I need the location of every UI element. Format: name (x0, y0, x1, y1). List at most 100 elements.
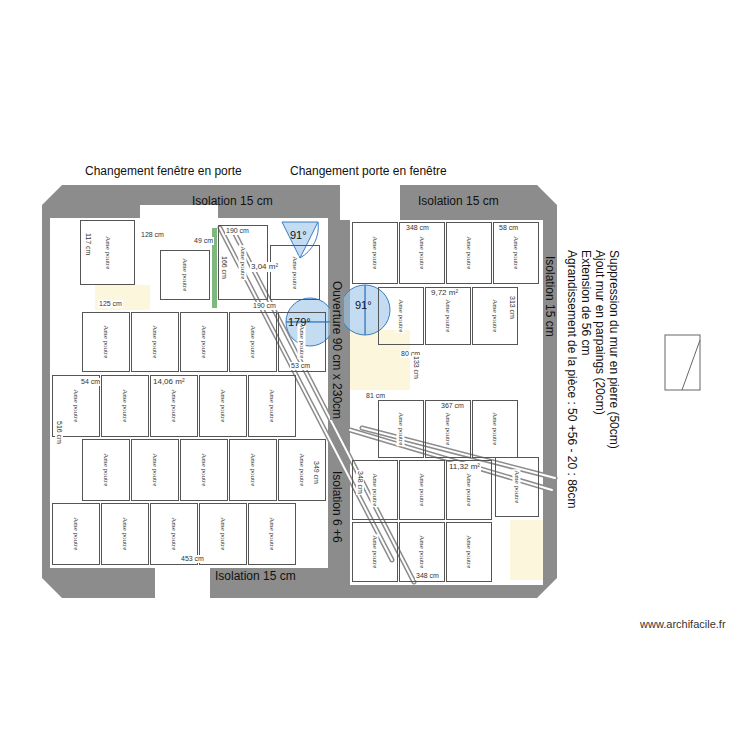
panel-label: Ame poutre (121, 388, 129, 423)
dimension-label: 166 cm (220, 255, 228, 280)
dimension-label: 49 cm (193, 237, 214, 245)
panel-label: Ame poutre (219, 516, 227, 551)
dimension-label: 348 cm (415, 572, 440, 580)
insulation-panel: Ame poutre (399, 460, 445, 520)
note-text: Ajout mur en parpaings (20cm) (593, 250, 607, 415)
panel-label: Ame poutre (219, 388, 227, 423)
dimension-label: 313 cm (508, 295, 516, 320)
panel-label: Ame poutre (121, 516, 129, 551)
dimension-label: 190 cm (252, 302, 277, 310)
dimension-label: 53 cm (290, 362, 311, 370)
area-label: 14,06 m² (152, 377, 186, 387)
insulation-panel: Ame poutre (248, 375, 296, 437)
panel-label: Ame poutre (268, 388, 276, 423)
panel-label: Ame poutre (249, 324, 257, 359)
panel-label: Ame poutre (371, 472, 379, 507)
note-text: Extension de 56 cm (579, 250, 593, 355)
note-text: Changement porte en fenêtre (290, 164, 447, 178)
panel-label: Ame poutre (239, 245, 247, 280)
note-text: Suppression du mur en pierre (50cm) (607, 250, 621, 449)
panel-label: Ame poutre (465, 534, 473, 569)
dimension-label: 367 cm (440, 402, 465, 410)
insulation-panel: Ame poutre (199, 503, 247, 565)
panel-label: Ame poutre (102, 324, 110, 359)
insulation-panel: Ame poutre (270, 245, 320, 300)
angle-label: 91° (290, 229, 307, 242)
panel-label: Ame poutre (371, 534, 379, 569)
insulation-label: Isolation 15 cm (543, 255, 557, 338)
dimension-label: 348 cm (405, 224, 430, 232)
dimension-label: 58 cm (498, 224, 519, 232)
dimension-label: 516 cm (55, 420, 63, 445)
insulation-label: Isolation 15 cm (192, 194, 273, 208)
insulation-panel: Ame poutre (160, 250, 210, 300)
insulation-panel: Ame poutre (131, 439, 179, 501)
panel-label: Ame poutre (513, 469, 521, 504)
insulation-panel: Ame poutre (101, 503, 149, 565)
panel-label: Ame poutre (465, 472, 473, 507)
insulation-panel: Ame poutre (180, 439, 228, 501)
panel-label: Ame poutre (151, 324, 159, 359)
insulation-panel: Ame poutre (229, 312, 277, 372)
panel-label: Ame poutre (512, 235, 520, 270)
dimension-label: 54 cm (80, 378, 101, 386)
insulation-panel: Ame poutre (101, 375, 149, 437)
dimension-label: 190 cm (225, 227, 250, 235)
panel-label: Ame poutre (491, 411, 499, 446)
panel-label: Ame poutre (444, 298, 452, 333)
dimension-label: 348 cm (356, 470, 364, 495)
panel-label: Ame poutre (102, 452, 110, 487)
panel-label: Ame poutre (200, 452, 208, 487)
insulation-panel: Ame poutre (199, 375, 247, 437)
insulation-panel: Ame poutre (472, 400, 518, 458)
angle-label: 179° (288, 316, 311, 329)
insulation-panel: Ame poutre (352, 222, 398, 284)
angle-label: 91° (355, 299, 372, 312)
note-text: Agrandissement de la pièce : 50 +56 - 20… (565, 250, 579, 509)
area-label: 9,72 m² (430, 288, 459, 298)
panel-label: Ame poutre (298, 452, 306, 487)
panel-label: Ame poutre (397, 411, 405, 446)
insulation-panel: Ame poutre (131, 312, 179, 372)
note-text: Changement fenêtre en porte (85, 164, 242, 178)
panel-label: Ame poutre (418, 235, 426, 270)
insulation-panel: Ame poutre (82, 439, 130, 501)
dimension-label: 133 cm (412, 355, 420, 380)
panel-label: Ame poutre (170, 388, 178, 423)
panel-label: Ame poutre (249, 452, 257, 487)
dimension-label: 349 cm (312, 460, 320, 485)
dimension-label: 128 cm (140, 231, 165, 239)
panel-label: Ame poutre (491, 298, 499, 333)
panel-label: Ame poutre (268, 516, 276, 551)
insulation-panel: Ame poutre (446, 522, 492, 582)
panel-label: Ame poutre (170, 516, 178, 551)
insulation-panel: Ame poutre (495, 457, 539, 517)
dimension-label: 81 cm (365, 392, 386, 400)
dimension-label: 125 cm (98, 300, 123, 308)
dimension-label: 453 cm (180, 555, 205, 563)
area-label: 11,32 m² (448, 462, 481, 472)
panel-label: Ame poutre (444, 411, 452, 446)
insulation-panel: Ame poutre (378, 287, 424, 345)
panel-label: Ame poutre (465, 235, 473, 270)
area-label: 3,04 m² (250, 262, 279, 272)
insulation-label: Isolation 15 cm (418, 194, 499, 208)
opening-label: Ouverture 90 cm x 230cm (330, 280, 344, 420)
watermark: www.archifacile.fr (640, 618, 726, 631)
panel-label: Ame poutre (72, 516, 80, 551)
insulation-panel: Ame poutre (82, 312, 130, 372)
panel-label: Ame poutre (418, 472, 426, 507)
insulation-panel: Ame poutre (52, 503, 100, 565)
panel-label: Ame poutre (298, 324, 306, 359)
insulation-panel: Ame poutre (248, 503, 296, 565)
insulation-label: Isolation 15 cm (215, 569, 296, 583)
panel-label: Ame poutre (151, 452, 159, 487)
panel-label: Ame poutre (418, 534, 426, 569)
panel-label: Ame poutre (104, 235, 112, 270)
insulation-panel: Ame poutre (378, 400, 424, 458)
insulation-panel: Ame poutre (352, 522, 398, 582)
panel-label: Ame poutre (72, 388, 80, 423)
insulation-label: Isolation 6 +6 (330, 470, 344, 544)
insulation-panel: Ame poutre (180, 312, 228, 372)
